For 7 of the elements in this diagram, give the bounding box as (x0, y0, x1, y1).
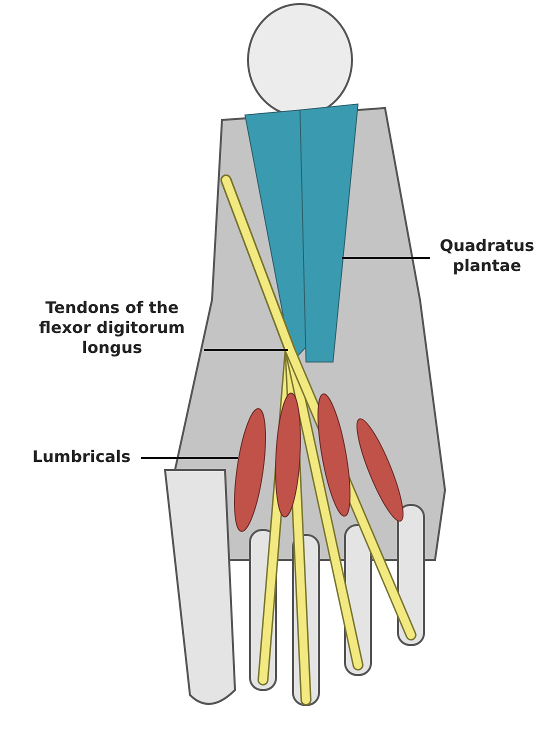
tendons-drawing (220, 174, 416, 706)
quadratus-plantae-drawing (244, 103, 359, 364)
part-label: Quadratus plantae (432, 236, 542, 276)
part-label: Tendons of the flexor digitorum longus (22, 298, 202, 358)
leader-line (204, 349, 288, 351)
part-label: Lumbricals (24, 447, 139, 467)
leader-line (141, 457, 238, 459)
